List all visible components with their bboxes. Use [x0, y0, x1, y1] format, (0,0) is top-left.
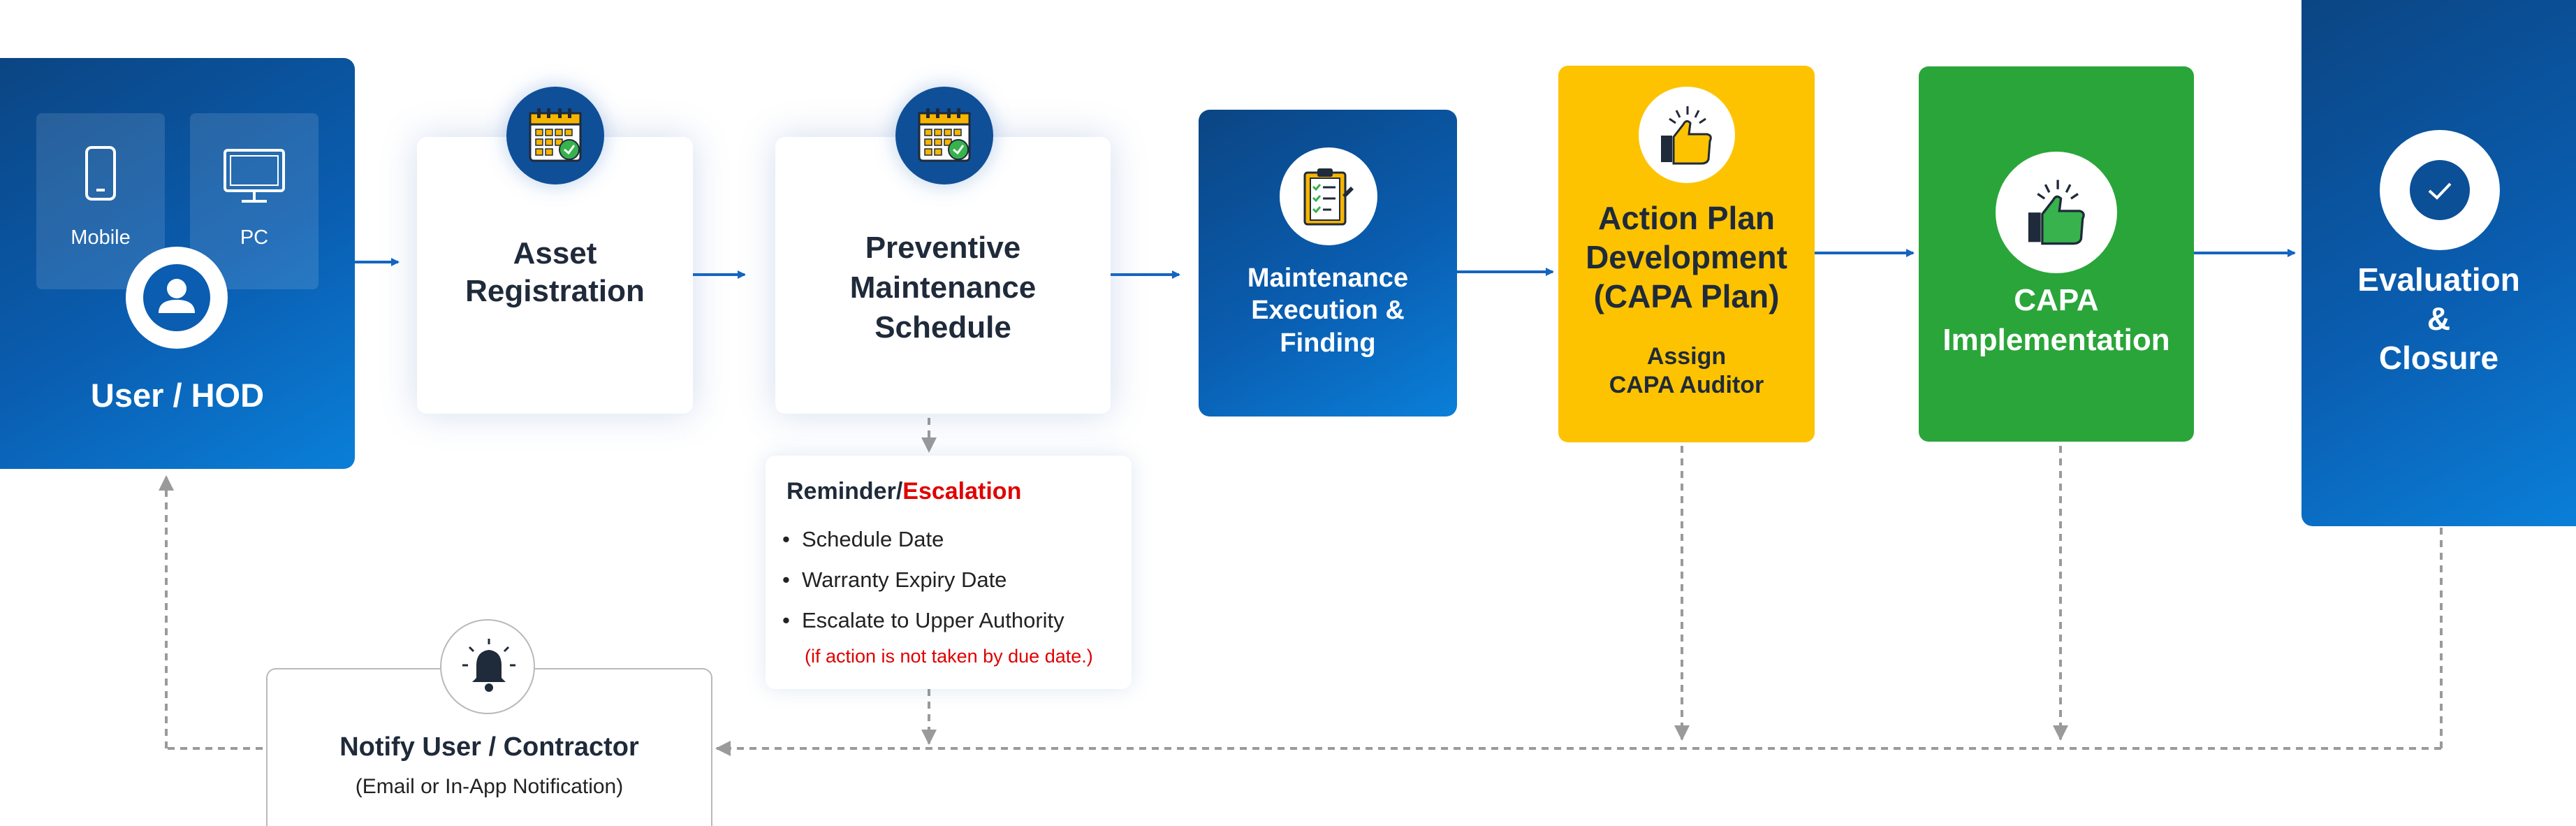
- clipboard-checklist-icon: [1302, 166, 1355, 231]
- asset-registration-title-line-2: Registration: [465, 273, 645, 308]
- reminder-title-prefix: Reminder/: [786, 478, 903, 505]
- capa-title-line-2: Implementation: [1942, 323, 2170, 358]
- reminder-item: Escalate to Upper Authority: [782, 608, 1064, 649]
- action-plan-title-line-2: Development: [1586, 239, 1787, 276]
- action-plan-title-line-3: (CAPA Plan): [1593, 278, 1780, 315]
- reminder-title-escalation: Escalation: [902, 478, 1022, 505]
- device-pc-label: PC: [240, 226, 269, 249]
- action-plan-sub-line-2: CAPA Auditor: [1609, 372, 1764, 399]
- preventive-title-line-3: Schedule: [874, 310, 1011, 345]
- user-hod-title: User / HOD: [90, 377, 265, 414]
- clipboard-icon-circle: [1280, 147, 1377, 245]
- action-plan-title-line-1: Action Plan: [1597, 200, 1776, 236]
- feedback-arrows: [159, 418, 2443, 756]
- reminder-item: Warranty Expiry Date: [782, 567, 1064, 608]
- desktop-monitor-icon: [223, 148, 286, 208]
- asset-registration-title-line-1: Asset: [513, 236, 597, 270]
- device-pc-card: PC: [190, 113, 319, 289]
- action-plan-title: Action Plan Development (CAPA Plan): [1558, 198, 1815, 316]
- action-plan-subtitle: Assign CAPA Auditor: [1558, 342, 1815, 400]
- thumbs-up-icon: [2024, 177, 2091, 250]
- capa-title-line-1: CAPA: [2014, 283, 2099, 317]
- thumbs-up-icon-circle: [1639, 87, 1735, 183]
- preventive-calendar-badge: [895, 87, 993, 184]
- capa-implementation-node: CAPA Implementation: [1919, 66, 2194, 442]
- mobile-phone-icon: [81, 145, 120, 205]
- asset-registration-title: Asset Registration: [417, 235, 693, 310]
- reminder-note: (if action is not taken by due date.): [805, 646, 1093, 667]
- user-hod-node: Mobile PC User / HOD: [0, 58, 355, 469]
- execution-title-line-3: Finding: [1280, 328, 1376, 358]
- reminder-item: Schedule Date: [782, 527, 1064, 567]
- evaluation-title-line-2: &: [2427, 300, 2451, 338]
- device-mobile-label: Mobile: [71, 226, 131, 249]
- check-circle-icon: [2410, 160, 2470, 224]
- preventive-title-line-2: Maintenance: [849, 270, 1037, 305]
- action-plan-sub-line-1: Assign: [1646, 343, 1727, 370]
- evaluation-closure-node: Evaluation & Closure: [2301, 0, 2576, 526]
- thumbs-up-icon: [1658, 103, 1715, 170]
- preventive-maintenance-title: Preventive Maintenance Schedule: [775, 228, 1111, 348]
- evaluation-title-line-3: Closure: [2378, 340, 2499, 377]
- preventive-title-line-1: Preventive: [865, 231, 1021, 265]
- capa-icon-circle: [1996, 152, 2117, 273]
- evaluation-closure-title: Evaluation & Closure: [2301, 260, 2576, 377]
- evaluation-icon-circle: [2380, 130, 2500, 250]
- reminder-title: Reminder/Escalation: [786, 478, 1021, 505]
- execution-title-line-1: Maintenance: [1247, 263, 1409, 293]
- reminder-items-list: Schedule Date Warranty Expiry Date Escal…: [782, 527, 1064, 649]
- notify-subtitle: (Email or In-App Notification): [355, 775, 624, 798]
- flow-arrows: [355, 249, 2296, 279]
- maintenance-execution-title: Maintenance Execution & Finding: [1199, 262, 1457, 359]
- notify-title: Notify User / Contractor: [339, 732, 639, 762]
- maintenance-execution-node: Maintenance Execution & Finding: [1199, 110, 1457, 416]
- asset-calendar-badge: [506, 87, 604, 184]
- user-avatar-icon: [126, 247, 228, 349]
- evaluation-title-line-1: Evaluation: [2357, 261, 2520, 298]
- capa-implementation-title: CAPA Implementation: [1919, 280, 2194, 360]
- reminder-escalation-box: Reminder/Escalation Schedule Date Warran…: [766, 456, 1132, 689]
- execution-title-line-2: Execution &: [1251, 296, 1405, 326]
- action-plan-node: Action Plan Development (CAPA Plan) Assi…: [1558, 66, 1815, 442]
- bell-icon: [460, 637, 518, 700]
- bell-icon-circle: [440, 619, 535, 714]
